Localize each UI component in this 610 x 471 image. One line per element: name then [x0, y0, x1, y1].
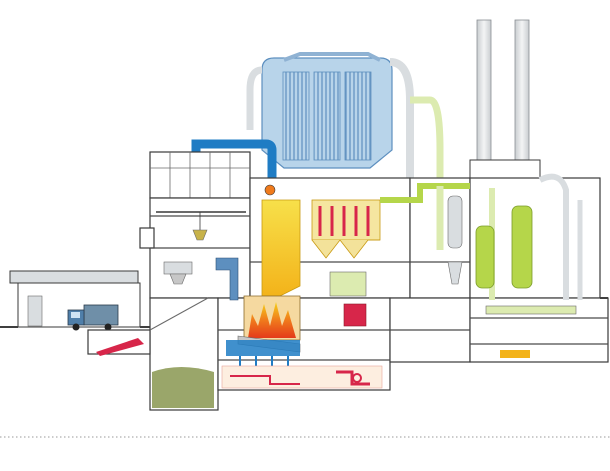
baghouse-filter-icon: [261, 52, 393, 169]
waste-bunker-icon: [96, 297, 214, 408]
scrubber-tower-icon: [447, 173, 583, 300]
boiler-icon: [261, 184, 381, 297]
garbage-truck-icon: [67, 304, 119, 331]
crane-grab-icon: [156, 211, 246, 285]
chimney-icon: [469, 19, 541, 179]
turbine-icon: [221, 271, 577, 389]
furnace-flame-icon: [226, 295, 301, 366]
